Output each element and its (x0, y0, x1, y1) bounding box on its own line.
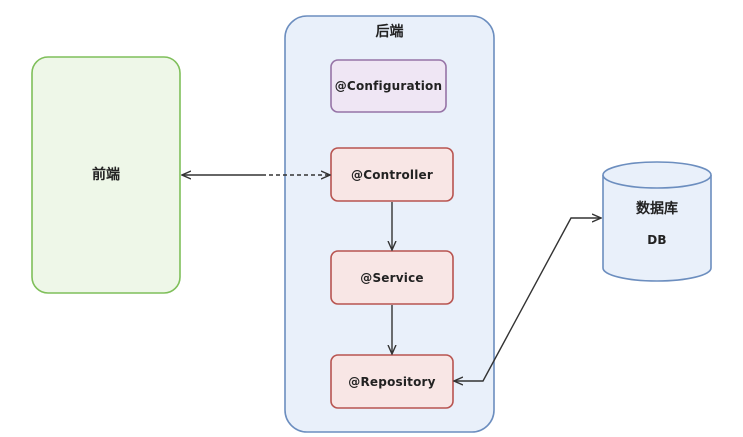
controller-label: @Controller (351, 167, 433, 182)
frontend-box (31, 56, 181, 294)
controller-box (330, 147, 454, 202)
database-cylinder (602, 161, 712, 282)
service-label: @Service (360, 270, 424, 285)
frontend-label: 前端 (92, 167, 120, 183)
configuration-label: @Configuration (334, 79, 443, 93)
backend-label: 后端 (375, 24, 404, 40)
repository-database-arrow (455, 218, 600, 381)
database-label: 数据库 (636, 201, 678, 217)
configuration-box (330, 59, 447, 113)
database-sublabel: DB (647, 233, 667, 247)
repository-label: @Repository (348, 374, 436, 389)
